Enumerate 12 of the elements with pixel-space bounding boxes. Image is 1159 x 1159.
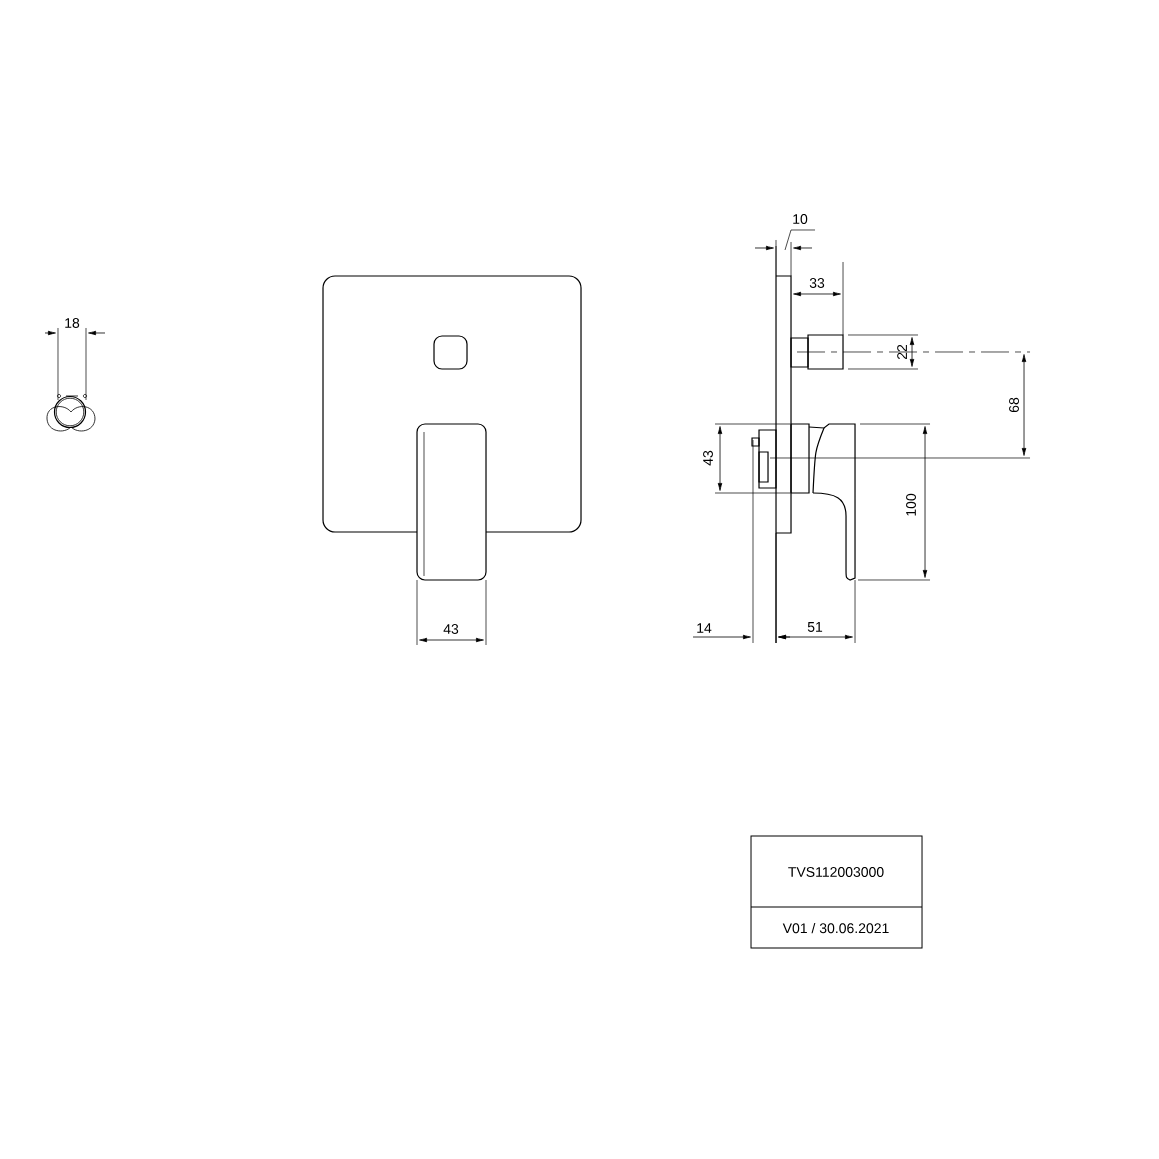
article-number: TVS112003000	[788, 867, 884, 877]
dimension-label: 100	[906, 493, 916, 516]
version-date: V01 / 30.06.2021	[782, 922, 889, 934]
dimension-label: 51	[807, 622, 823, 632]
dimension-label: 33	[809, 278, 825, 288]
dimension-label: 10	[793, 214, 808, 224]
dimension-label: 68	[1009, 397, 1019, 413]
dimension-label: 18	[65, 318, 80, 328]
dimension-label: 22	[897, 344, 907, 360]
dimension-label: 43	[703, 450, 713, 466]
dimension-label: 43	[443, 624, 459, 634]
dimension-label: 14	[697, 623, 712, 633]
